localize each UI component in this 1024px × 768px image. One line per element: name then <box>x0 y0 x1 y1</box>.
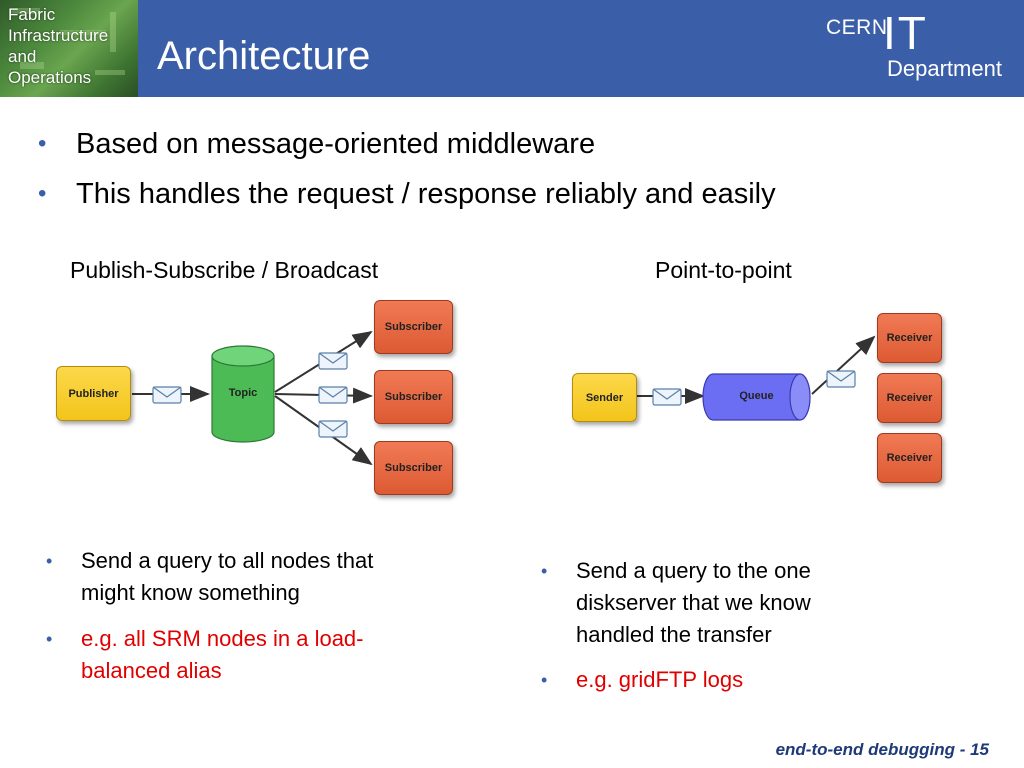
bullet-line: Send a query to the one <box>576 558 811 583</box>
topic-label: Topic <box>228 387 258 399</box>
bullet-marker: • <box>46 629 53 649</box>
bullet-marker: • <box>46 551 53 571</box>
pubsub-bullet: • Send a query to all nodes that might k… <box>46 545 486 623</box>
fio-logo: Fabric Infrastructure and Operations <box>0 0 138 97</box>
bullet-line: Send a query to all nodes that <box>81 548 374 573</box>
logo-line-3: and <box>8 47 37 66</box>
bullet-marker: • <box>541 561 548 581</box>
cern-label: CERN <box>826 16 888 39</box>
sender-node: Sender <box>572 373 637 422</box>
bullet-line: e.g. all SRM nodes in a load- <box>81 626 364 651</box>
envelope-icon <box>318 352 348 370</box>
bullet-line: handled the transfer <box>576 622 772 647</box>
bullet-marker: • <box>541 670 548 690</box>
logo-line-4: Operations <box>8 68 92 87</box>
envelope-icon <box>318 386 348 404</box>
it-label: IT <box>883 7 928 59</box>
p2p-bullet: • e.g. gridFTP logs <box>541 664 981 700</box>
envelope-icon <box>152 386 182 404</box>
subscriber-node: Subscriber <box>374 370 453 424</box>
bullet-marker: • <box>38 130 47 157</box>
pubsub-bullet: • e.g. all SRM nodes in a load- balanced… <box>46 623 486 693</box>
bullet-line: balanced alias <box>81 658 222 683</box>
receiver-node: Receiver <box>877 313 942 363</box>
envelope-icon <box>318 420 348 438</box>
envelope-icon <box>652 388 682 406</box>
slide-footer: end-to-end debugging - 15 <box>775 740 989 759</box>
bullet-marker: • <box>38 180 47 207</box>
bullet-line: e.g. gridFTP logs <box>576 667 744 692</box>
queue-node <box>702 373 811 421</box>
arrow-icon <box>811 335 876 395</box>
receiver-node: Receiver <box>877 373 942 423</box>
slide-title: Architecture <box>157 34 371 78</box>
slide-header: Fabric Infrastructure and Operations Arc… <box>0 0 1024 97</box>
queue-label: Queue <box>739 390 774 402</box>
subscriber-node: Subscriber <box>374 300 453 354</box>
p2p-label: Point-to-point <box>655 257 792 283</box>
bullet-line: diskserver that we know <box>576 590 811 615</box>
main-bullet-text: Based on message-oriented middleware <box>76 128 596 160</box>
p2p-bullet: • Send a query to the one diskserver tha… <box>541 555 981 664</box>
publisher-node: Publisher <box>56 366 131 421</box>
pubsub-label: Publish-Subscribe / Broadcast <box>70 257 379 283</box>
logo-line-2: Infrastructure <box>8 26 109 45</box>
subscriber-node: Subscriber <box>374 441 453 495</box>
topic-node <box>211 345 275 443</box>
department-label: Department <box>887 56 1002 81</box>
receiver-node: Receiver <box>877 433 942 483</box>
envelope-icon <box>826 370 856 388</box>
p2p-bullet-list: • Send a query to the one diskserver tha… <box>541 555 981 700</box>
logo-line-1: Fabric <box>8 5 56 24</box>
pubsub-bullet-list: • Send a query to all nodes that might k… <box>46 545 486 693</box>
bullet-line: might know something <box>81 580 300 605</box>
main-bullet-text: This handles the request / response reli… <box>76 178 776 210</box>
